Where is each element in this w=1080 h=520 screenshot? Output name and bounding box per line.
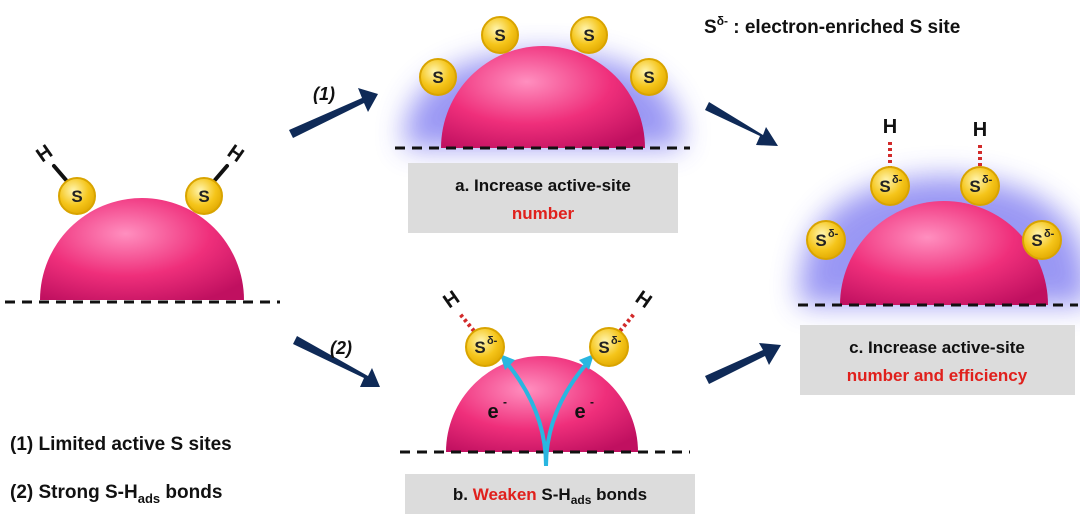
hydrogen-atom: H (973, 119, 987, 141)
svg-text:S: S (474, 338, 485, 357)
step1-label: (1) (313, 84, 335, 104)
legend-item-1: (1) Limited active S sites (10, 434, 232, 455)
arrow-step2: (2) (293, 336, 380, 387)
sulfur-delta-atom: S δ- (806, 220, 846, 260)
svg-text:δ-: δ- (1044, 228, 1055, 240)
nanoparticle-dome (40, 198, 244, 300)
svg-text:S: S (432, 68, 443, 87)
label-a-line2: number (512, 204, 575, 223)
legend-item-2: (2) Strong S-Hads bonds (10, 482, 222, 506)
sulfur-delta-atom: S δ- (870, 166, 910, 206)
label-a-box (408, 163, 678, 233)
sulfur-atom: S (481, 16, 519, 54)
svg-text:δ-: δ- (611, 335, 622, 347)
hydrogen-atom: H (883, 116, 897, 138)
sulfur-atom: S (419, 58, 457, 96)
svg-text:S: S (583, 26, 594, 45)
nanoparticle-dome (446, 356, 638, 452)
svg-text:-: - (590, 395, 594, 409)
label-b-box (405, 474, 695, 514)
label-c-line1: c. Increase active-site (849, 338, 1025, 357)
sulfur-delta-atom: S δ- (960, 166, 1000, 206)
arrow-step1: (1) (289, 84, 378, 138)
electron-symbol: e - (574, 395, 594, 423)
label-a-line1: a. Increase active-site (455, 176, 631, 195)
svg-text:S: S (643, 68, 654, 87)
svg-text:S: S (198, 187, 209, 206)
s-h-weak-bond (458, 312, 476, 333)
sulfur-delta-atom: S δ- (465, 327, 505, 367)
svg-text:S: S (969, 177, 980, 196)
svg-text:S: S (71, 187, 82, 206)
svg-text:e: e (487, 401, 498, 423)
initial-state: H S H S (5, 141, 280, 304)
label-c-line2: number and efficiency (847, 366, 1028, 385)
step2-label: (2) (330, 338, 352, 358)
svg-text:δ-: δ- (892, 174, 903, 186)
svg-text:S: S (1031, 231, 1042, 250)
svg-text:e: e (574, 401, 585, 423)
electron-arrowhead (500, 354, 515, 370)
sulfur-atom: S (58, 177, 96, 215)
sdelta-legend: Sδ- : electron-enriched S site (704, 14, 960, 38)
electron-transfer-path (544, 360, 590, 467)
s-h-bond (213, 164, 229, 182)
nanoparticle-dome (441, 46, 645, 148)
sulfur-atom: S (630, 58, 668, 96)
svg-text:Sδ- : electron-enriched S site: Sδ- : electron-enriched S site (704, 14, 960, 38)
nanoparticle-dome (840, 201, 1048, 305)
electron-arrowhead (579, 354, 594, 370)
label-c-box (800, 325, 1075, 395)
state-a: S S S S a. Increase active-site number (395, 16, 690, 233)
arrow-b-to-c (705, 343, 781, 384)
svg-text:S: S (879, 177, 890, 196)
sulfur-delta-atom: S δ- (589, 327, 629, 367)
sulfur-atom: S (570, 16, 608, 54)
svg-text:S: S (494, 26, 505, 45)
svg-text:-: - (503, 395, 507, 409)
sulfur-atom: S (185, 177, 223, 215)
hydrogen-atom: H (32, 141, 56, 167)
svg-text:δ-: δ- (982, 174, 993, 186)
arrow-a-to-c (705, 102, 778, 146)
problems-legend: (1) Limited active S sites (2) Strong S-… (10, 434, 232, 506)
svg-text:δ-: δ- (487, 335, 498, 347)
hydrogen-atom: H (223, 141, 247, 167)
electron-symbol: e - (487, 395, 507, 423)
s-h-weak-bond (618, 312, 636, 333)
hydrogen-atom: H (439, 287, 463, 313)
svg-text:δ-: δ- (828, 228, 839, 240)
sulfur-delta-atom: S δ- (1022, 220, 1062, 260)
state-c: H H S δ- S δ- S δ- S δ- c. Increase acti… (798, 116, 1080, 395)
svg-text:S: S (598, 338, 609, 357)
label-b: b. Weaken S-Hads bonds (453, 485, 647, 507)
s-h-bond (52, 164, 68, 182)
state-b: e - e - H S δ- H S δ- b. Weaken S-Hads b… (400, 287, 695, 514)
hydrogen-atom: H (631, 287, 655, 313)
svg-text:S: S (815, 231, 826, 250)
